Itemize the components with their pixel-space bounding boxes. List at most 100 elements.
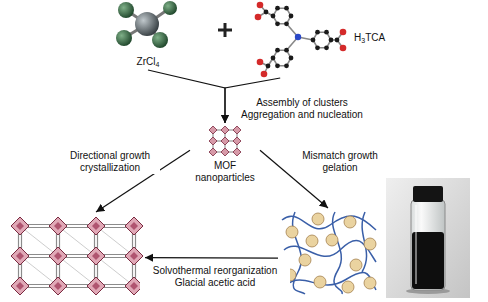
cluster: [11, 247, 29, 265]
gel-particle: [364, 238, 376, 250]
cluster: [125, 217, 143, 235]
c-atom: [329, 38, 334, 43]
gel-fiber: [293, 212, 305, 294]
linker: [58, 226, 96, 256]
plus-sign: [218, 23, 232, 37]
h3tca-molecule: [255, 2, 347, 78]
cluster-core: [54, 252, 62, 260]
ring: [313, 32, 331, 48]
cluster-core: [16, 222, 24, 230]
subscript: 4: [156, 61, 160, 68]
cluster: [49, 217, 67, 235]
c-atom: [264, 10, 269, 15]
cluster-core: [130, 282, 138, 290]
photo-ground: [386, 178, 470, 298]
c-atom: [284, 21, 289, 26]
vial-photo: [386, 178, 470, 298]
ring: [273, 50, 291, 66]
step-label: Assembly of clusters Aggregation and nuc…: [232, 97, 372, 121]
o-atom: [257, 59, 264, 66]
step-label: Directional growth crystallization: [60, 150, 160, 174]
cluster: [87, 217, 105, 235]
crystal-lattice: [11, 217, 143, 295]
cluster: [221, 148, 229, 156]
c-atom: [275, 21, 280, 26]
linker: [20, 256, 58, 286]
subscript: 3: [361, 37, 365, 44]
c-atom: [315, 30, 320, 35]
cluster: [87, 277, 105, 295]
gel-particle: [350, 259, 362, 271]
cluster: [11, 217, 29, 235]
c-atom: [315, 45, 320, 50]
c-atom: [335, 38, 340, 43]
c-atom: [284, 48, 289, 53]
cluster: [209, 126, 217, 134]
c-atom: [324, 30, 329, 35]
plus-bar: [224, 23, 227, 37]
cl-atom: [118, 2, 134, 18]
cluster-core: [54, 282, 62, 290]
gel-fiber: [286, 273, 376, 290]
c-atom: [284, 6, 289, 11]
step-label: Mismatch growth gelation: [294, 150, 386, 174]
gel-particle: [299, 254, 311, 266]
o-atom: [340, 45, 347, 52]
gel-particle: [306, 235, 318, 247]
cl-atom: [116, 30, 132, 46]
illustration-node: [278, 208, 378, 296]
vial-cap: [413, 186, 443, 202]
cl-atom: [152, 32, 168, 48]
c-atom: [275, 48, 280, 53]
o-atom: [255, 14, 262, 21]
cluster: [221, 137, 229, 145]
cluster: [87, 247, 105, 265]
c-atom: [271, 56, 276, 61]
vial-glass: [411, 200, 445, 290]
mof-nanoparticle: [209, 126, 241, 156]
c-atom: [289, 56, 294, 61]
cluster: [233, 137, 241, 145]
cluster-core: [16, 282, 24, 290]
cluster-core: [92, 222, 100, 230]
cluster-core: [54, 222, 62, 230]
cluster: [233, 126, 241, 134]
illustration-node: H3TCA: [262, 0, 402, 78]
zr-atom: [135, 12, 159, 36]
gel-particle: [342, 281, 354, 293]
linker: [96, 256, 134, 286]
gel-network: [282, 212, 376, 294]
vial-highlight: [415, 205, 417, 284]
illustration-node: MOF nanoparticles: [190, 123, 260, 185]
cluster: [49, 277, 67, 295]
cl-atom: [163, 1, 177, 15]
o-atom: [261, 71, 268, 78]
gel-particle: [286, 226, 298, 238]
cluster-core: [130, 252, 138, 260]
node-label: MOF nanoparticles: [190, 160, 260, 184]
gel-particle: [312, 213, 324, 225]
gel-fiber: [333, 212, 343, 294]
flow-arrow: [145, 257, 278, 259]
cluster: [221, 126, 229, 134]
node-label: H3TCA: [354, 32, 400, 44]
linker: [20, 226, 58, 256]
c-atom: [289, 14, 294, 19]
gel-particle: [344, 216, 356, 228]
n-atom: [295, 34, 301, 40]
c-atom: [324, 45, 329, 50]
c-atom: [275, 63, 280, 68]
cluster-core: [92, 252, 100, 260]
flow-arrow: [148, 70, 225, 123]
cluster: [11, 277, 29, 295]
o-atom: [340, 29, 347, 36]
illustration-node: ZrCl4: [112, 2, 184, 70]
cluster: [49, 247, 67, 265]
step-label: Solvothermal reorganization Glacial acet…: [140, 265, 290, 289]
c-atom: [284, 63, 289, 68]
illustration-node: [5, 212, 145, 298]
gel-particle: [326, 234, 338, 246]
cluster-core: [92, 282, 100, 290]
cluster: [125, 247, 143, 265]
